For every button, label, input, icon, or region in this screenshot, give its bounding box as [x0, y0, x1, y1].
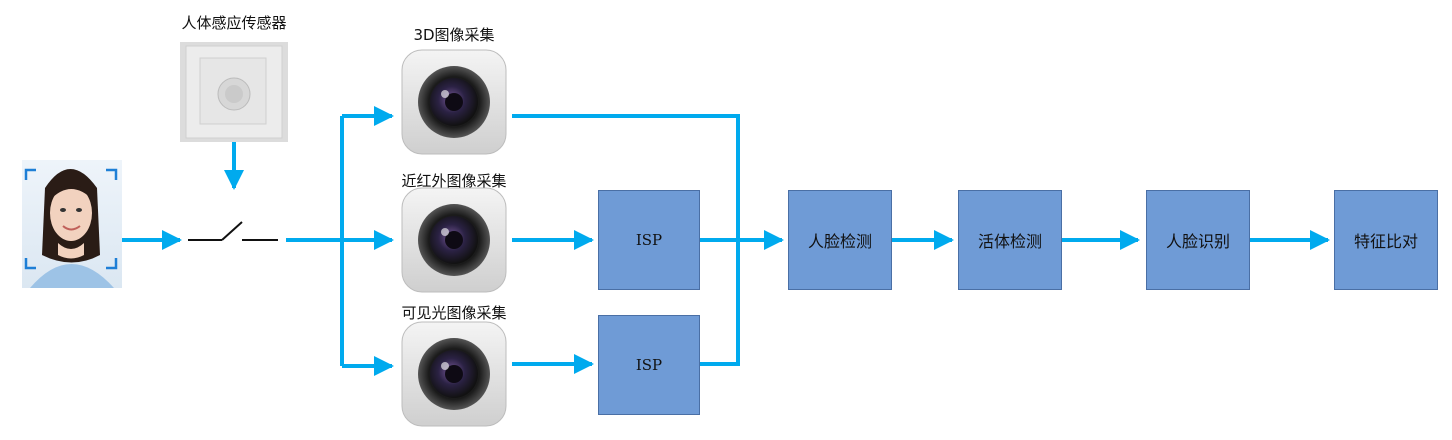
- face-recog-box: 人脸识别: [1146, 190, 1250, 290]
- face-photo: [22, 160, 122, 288]
- camera-visible-icon: [401, 321, 507, 427]
- line-isp-visible-to-merge: [700, 240, 740, 366]
- camera-nir-icon: [401, 187, 507, 293]
- camera-nir-label: 近红外图像采集: [401, 172, 507, 190]
- feature-compare-box: 特征比对: [1334, 190, 1438, 290]
- camera-3d-label: 3D图像采集: [413, 26, 495, 44]
- face-detect-box: 人脸检测: [788, 190, 892, 290]
- camera-visible-label: 可见光图像采集: [401, 304, 507, 322]
- camera-3d-icon: [401, 49, 507, 155]
- isp-box-visible: ISP: [598, 315, 700, 415]
- liveness-box: 活体检测: [958, 190, 1062, 290]
- line-3d-to-merge: [512, 114, 740, 240]
- isp-box-nir: ISP: [598, 190, 700, 290]
- pir-sensor-icon: [180, 42, 288, 142]
- sensor-label: 人体感应传感器: [181, 14, 287, 32]
- switch-icon: [188, 221, 278, 241]
